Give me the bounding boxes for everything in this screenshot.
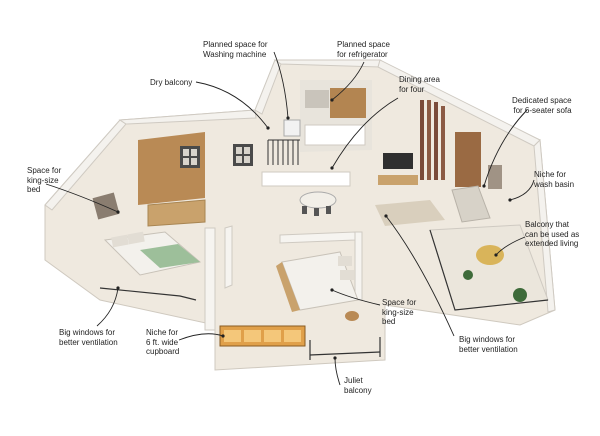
leader-dots — [116, 98, 512, 360]
interior-walls — [204, 225, 363, 331]
bedroom-window — [180, 146, 200, 168]
label-dry-balcony: Dry balcony — [150, 78, 193, 87]
dining-chairs — [302, 206, 331, 216]
balcony-railing — [429, 229, 549, 311]
leader-lines — [45, 51, 535, 386]
living-rug — [375, 200, 445, 226]
side-table — [345, 311, 359, 321]
left-bed — [103, 231, 202, 276]
tv — [383, 153, 413, 169]
left-window-railing — [99, 287, 197, 301]
dining-table — [299, 191, 337, 209]
kitchen — [283, 80, 372, 152]
tv-unit — [378, 175, 418, 185]
dry-balcony-railing — [267, 139, 300, 165]
outer-walls — [44, 59, 556, 313]
kitchen-island — [261, 171, 351, 187]
sofa — [451, 185, 491, 223]
center-bed — [276, 251, 359, 312]
left-wardrobe — [147, 199, 206, 227]
juliet-balcony-railing — [309, 337, 381, 360]
cupboard-niche — [219, 325, 306, 347]
washing-machine-space — [283, 119, 301, 137]
wall-art-right — [488, 165, 502, 189]
living-accent-wall — [420, 100, 445, 180]
bedroom-wood-wall — [138, 132, 205, 205]
bedroom-window-2 — [233, 144, 253, 166]
living-door — [455, 132, 481, 187]
wall-art-left — [92, 192, 120, 220]
balcony — [429, 224, 549, 311]
